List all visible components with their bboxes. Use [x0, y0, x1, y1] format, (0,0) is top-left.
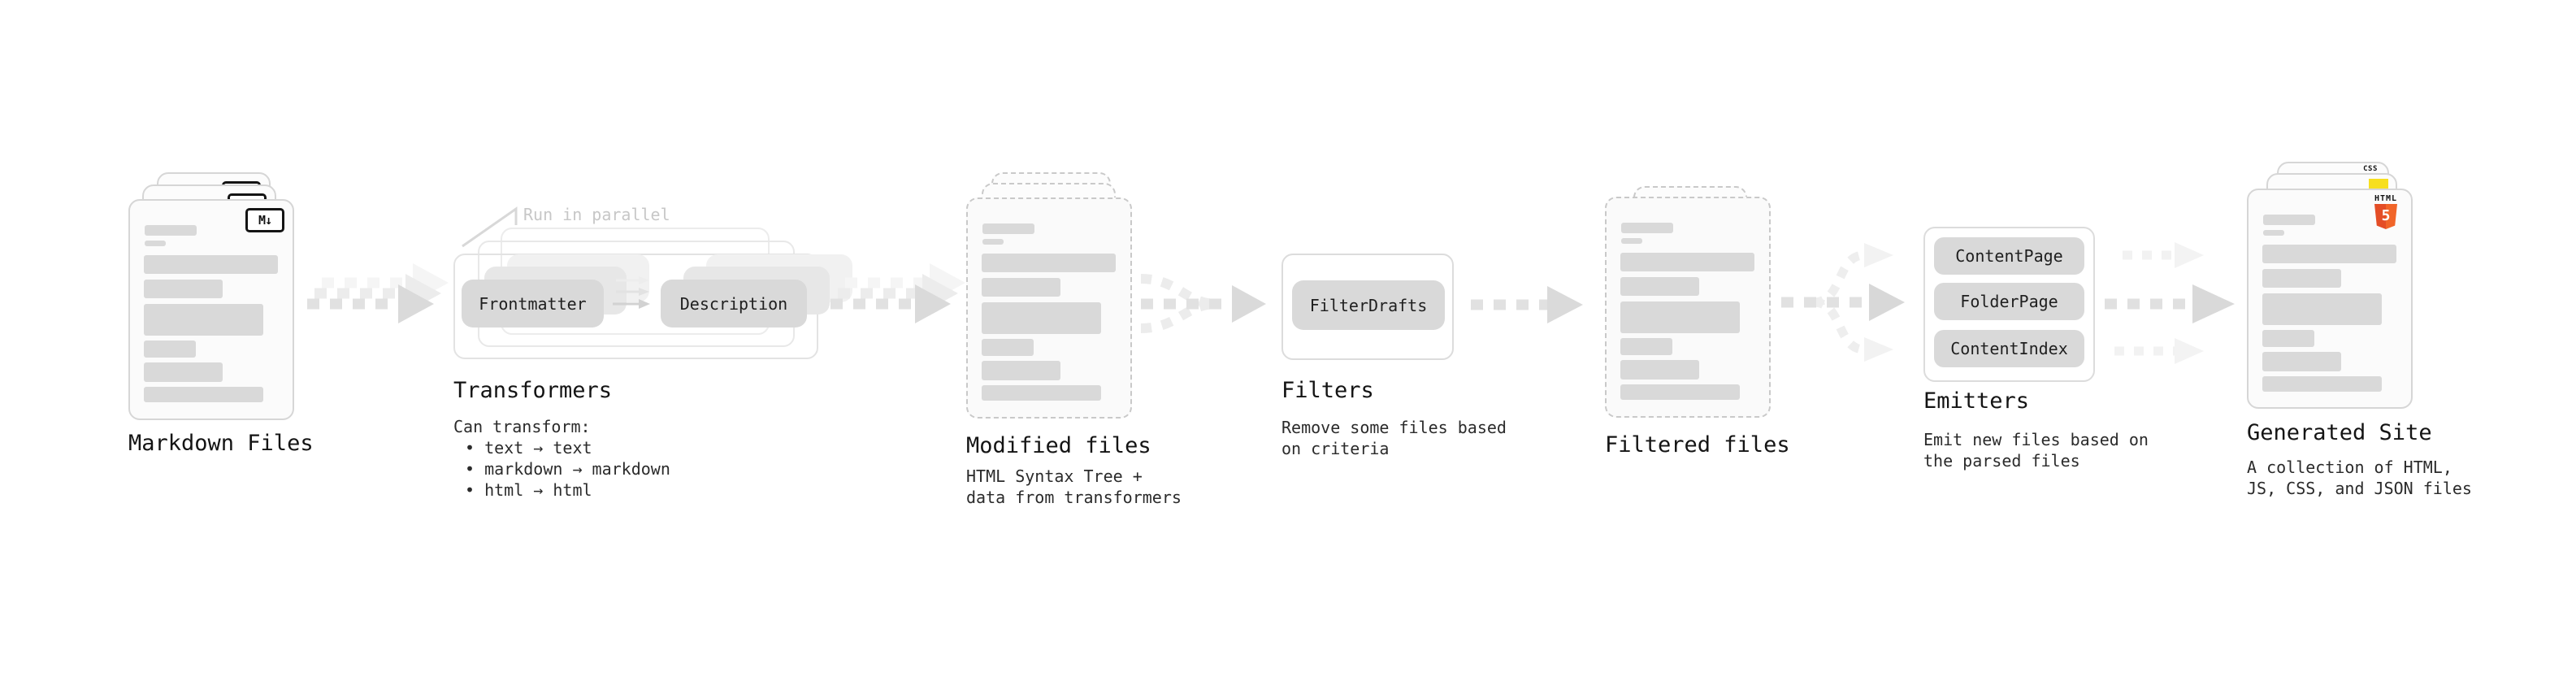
text-line-placeholder	[1621, 223, 1673, 233]
transformer-pill-frontmatter: Frontmatter	[462, 280, 604, 327]
transformers-bullet: • text → text	[465, 438, 592, 458]
generated-site-description: A collection of HTML,	[2247, 458, 2452, 477]
filters-description: on criteria	[1281, 439, 1390, 458]
text-line-placeholder	[1620, 360, 1699, 380]
transformers-bullet: • markdown → markdown	[465, 459, 670, 479]
generated-site-description: JS, CSS, and JSON files	[2247, 479, 2472, 498]
text-line-placeholder	[2262, 376, 2382, 392]
html5-icon-text: HTML	[2374, 194, 2398, 203]
text-line-placeholder	[1620, 338, 1672, 355]
text-line-placeholder	[982, 223, 1034, 234]
text-line-placeholder	[982, 239, 1004, 245]
markdown-file-card-front: M↓	[128, 199, 294, 420]
text-line-placeholder	[1620, 301, 1740, 333]
modified-files-description: HTML Syntax Tree +	[966, 466, 1143, 486]
stage-label-emitters: Emitters	[1923, 388, 2030, 414]
text-line-placeholder	[2263, 215, 2315, 225]
stage-transformers: Run in parallel Frontmatter Description …	[453, 205, 852, 514]
text-line-placeholder	[144, 340, 196, 358]
stage-emitters: ContentPage FolderPage ContentIndex Emit…	[1923, 227, 2184, 487]
css-icon-text: CSS	[2363, 165, 2378, 173]
text-line-placeholder	[1620, 253, 1754, 271]
text-line-placeholder	[2263, 230, 2284, 236]
stage-label-filters: Filters	[1281, 378, 1374, 403]
javascript-icon	[2369, 179, 2388, 189]
text-line-placeholder	[144, 362, 223, 382]
text-line-placeholder	[144, 304, 263, 336]
stage-modified-files: Modified files HTML Syntax Tree + data f…	[966, 172, 1210, 514]
emitters-description: the parsed files	[1923, 451, 2080, 471]
emitter-pill-contentindex: ContentIndex	[1934, 330, 2084, 367]
text-line-placeholder	[144, 255, 278, 274]
emitter-pill-folderpage: FolderPage	[1934, 283, 2084, 320]
filter-pill-filterdrafts: FilterDrafts	[1292, 280, 1445, 330]
html5-icon: HTML 5	[2370, 194, 2402, 229]
text-line-placeholder	[145, 241, 166, 246]
transformers-description-title: Can transform:	[453, 417, 591, 436]
emitters-description: Emit new files based on	[1923, 430, 2149, 449]
run-in-parallel-annotation: Run in parallel	[523, 205, 670, 224]
stage-markdown-files: M↓ M↓ M↓ Markdown Files	[128, 172, 372, 497]
filters-description: Remove some files based	[1281, 418, 1507, 437]
text-line-placeholder	[1621, 238, 1642, 244]
text-line-placeholder	[982, 339, 1034, 356]
text-line-placeholder	[144, 280, 223, 298]
text-line-placeholder	[2262, 330, 2314, 347]
stage-label-modified-files: Modified files	[966, 433, 1151, 458]
text-line-placeholder	[2262, 293, 2382, 325]
transformers-bullet: • html → html	[465, 480, 592, 500]
transformer-pill-description: Description	[661, 280, 807, 327]
text-line-placeholder	[2262, 245, 2396, 263]
filters-box	[1281, 254, 1454, 360]
text-line-placeholder	[1620, 384, 1740, 400]
filtered-file-card-front	[1605, 197, 1771, 418]
stage-generated-site: CSS HTML 5 Generated Site A collection o…	[2247, 162, 2507, 511]
text-line-placeholder	[145, 225, 197, 236]
stage-label-markdown-files: Markdown Files	[128, 431, 314, 456]
text-line-placeholder	[2262, 352, 2341, 371]
modified-files-description: data from transformers	[966, 488, 1182, 507]
stage-filters: FilterDrafts Filters Remove some files b…	[1281, 254, 1525, 481]
text-line-placeholder	[982, 385, 1101, 401]
text-line-placeholder	[982, 278, 1060, 297]
text-line-placeholder	[982, 302, 1101, 334]
emitter-pill-contentpage: ContentPage	[1934, 237, 2084, 275]
text-line-placeholder	[2262, 269, 2341, 288]
stage-label-transformers: Transformers	[453, 378, 613, 403]
stage-label-filtered-files: Filtered files	[1605, 432, 1790, 458]
text-line-placeholder	[144, 387, 263, 402]
markdown-icon: M↓	[245, 208, 284, 232]
site-file-card-html: HTML 5	[2247, 189, 2413, 409]
text-line-placeholder	[982, 254, 1116, 272]
modified-file-card-front	[966, 197, 1132, 419]
emitters-box	[1923, 227, 2095, 382]
html5-icon-shield: 5	[2374, 204, 2397, 229]
stage-filtered-files: Filtered files	[1605, 186, 1849, 495]
text-line-placeholder	[1620, 277, 1699, 296]
stage-label-generated-site: Generated Site	[2247, 420, 2432, 445]
text-line-placeholder	[982, 361, 1060, 380]
